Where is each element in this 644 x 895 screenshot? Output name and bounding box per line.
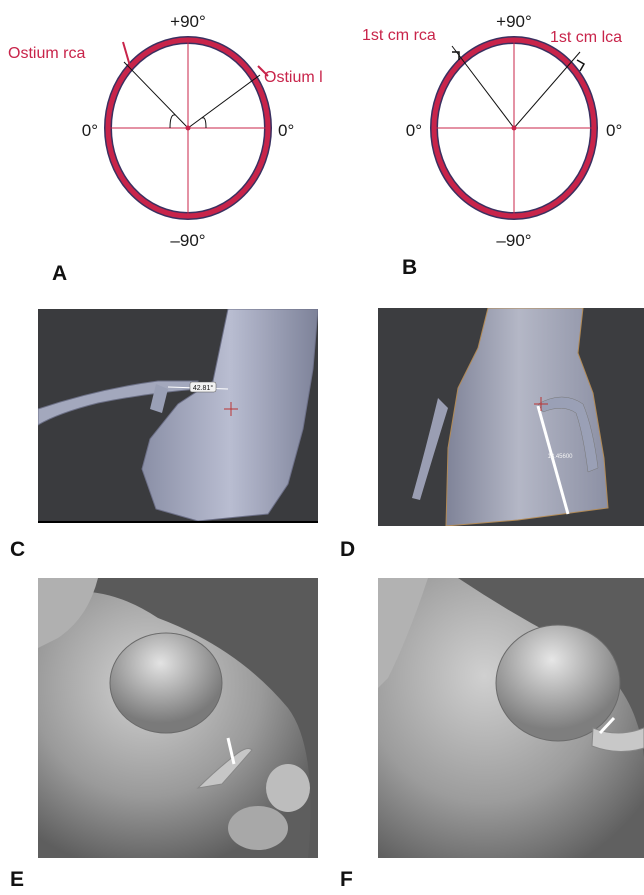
center-point — [186, 126, 191, 131]
panel-d-3d-render: 13.45600 — [378, 308, 644, 526]
label-plus-90: +90° — [170, 12, 206, 31]
measurement-value: 42.81° — [193, 384, 214, 392]
aortic-root-angle-diagram-a: +90° –90° 0° 0° Ostium rca Ostium lca — [0, 0, 322, 290]
tissue-lobe — [228, 806, 288, 850]
center-point — [512, 126, 517, 131]
panel-a-diagram: +90° –90° 0° 0° Ostium rca Ostium lca A — [0, 0, 322, 290]
aortic-root-model-c: 42.81° — [38, 309, 318, 523]
aortic-wall — [142, 309, 318, 521]
panel-b-diagram: +90° –90° 0° 0° 1st cm rca 1st cm lca B — [322, 0, 644, 290]
panel-letter-c: C — [10, 538, 25, 562]
left-vessel — [412, 398, 448, 500]
label-left-0: 0° — [82, 121, 98, 140]
panel-letter-e: E — [10, 868, 24, 892]
panel-letter-b: B — [402, 256, 417, 280]
label-first-cm-rca: 1st cm rca — [362, 27, 436, 44]
aortic-root-angle-diagram-b: +90° –90° 0° 0° 1st cm rca 1st cm lca — [322, 0, 644, 290]
panel-f-3d-render — [378, 578, 644, 858]
measurement-value: 13.45600 — [547, 454, 573, 460]
rca-first-cm-ray — [452, 46, 514, 128]
rca-ostium-ray — [124, 62, 188, 128]
valve-cusp — [496, 625, 620, 741]
panel-c-3d-render: 42.81° — [38, 309, 318, 523]
rca-angle-arc — [170, 115, 175, 128]
label-left-0: 0° — [406, 121, 422, 140]
label-right-0: 0° — [278, 121, 294, 140]
lca-first-cm-ray — [514, 52, 580, 128]
label-right-0: 0° — [606, 121, 622, 140]
tissue-lobe — [266, 764, 310, 812]
label-ostium-lca: Ostium lca — [264, 69, 322, 86]
valve-cusp — [110, 633, 222, 733]
label-minus-90: –90° — [496, 231, 531, 250]
label-first-cm-lca: 1st cm lca — [550, 29, 622, 46]
panel-letter-a: A — [52, 262, 67, 286]
panel-letter-f: F — [340, 868, 353, 892]
label-plus-90: +90° — [496, 12, 532, 31]
aortic-root-model-f — [378, 578, 644, 858]
panel-e-3d-render — [38, 578, 318, 858]
label-ostium-rca: Ostium rca — [8, 45, 85, 62]
panel-letter-d: D — [340, 538, 355, 562]
lca-ostium-ray — [188, 75, 260, 128]
label-minus-90: –90° — [170, 231, 205, 250]
aortic-root-model-d: 13.45600 — [378, 308, 644, 526]
aortic-root-model-e — [38, 578, 318, 858]
lca-angle-arc — [202, 118, 206, 128]
